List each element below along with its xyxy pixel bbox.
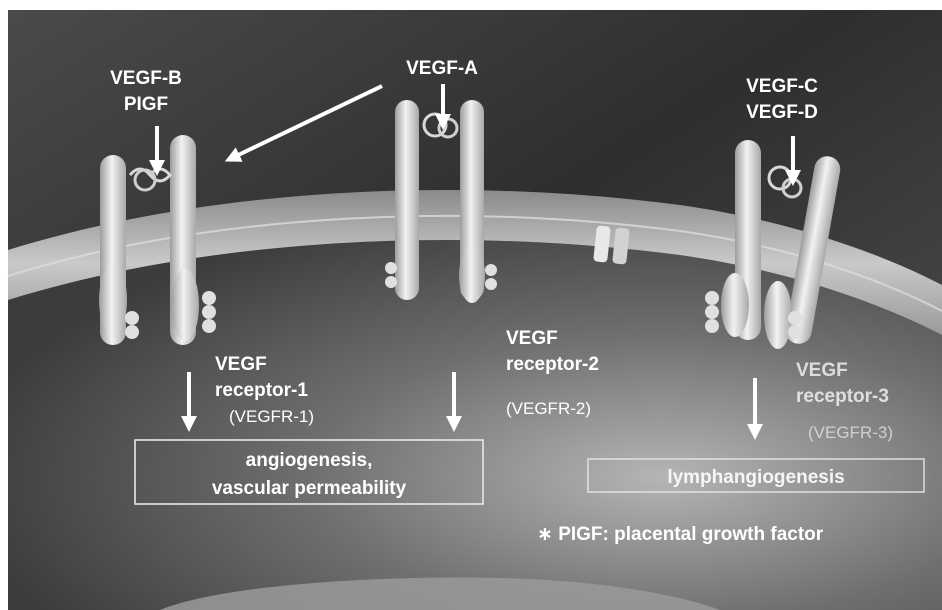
- label-receptor1-abbr: (VEGFR-1): [229, 407, 314, 426]
- label-receptor1-name: VEGF: [215, 354, 267, 375]
- label-receptor2-line2: receptor-2: [506, 354, 599, 375]
- label-receptor3-line2: receptor-3: [796, 386, 889, 407]
- label-vegf-b: VEGF-B: [110, 68, 182, 89]
- label-receptor1-line2: receptor-1: [215, 380, 308, 401]
- label-receptor3-name: VEGF: [796, 360, 848, 381]
- label-pigf: PIGF: [124, 94, 168, 115]
- label-vegf-d: VEGF-D: [746, 102, 818, 123]
- label-vascular-permeability: vascular permeability: [212, 478, 407, 499]
- label-receptor2-name: VEGF: [506, 328, 558, 349]
- label-angiogenesis: angiogenesis,: [246, 450, 373, 471]
- label-vegf-a: VEGF-A: [406, 58, 478, 79]
- label-receptor3-abbr: (VEGFR-3): [808, 423, 893, 442]
- label-lymphangiogenesis: lymphangiogenesis: [667, 467, 844, 488]
- footnote-pigf: ∗ PIGF: placental growth factor: [537, 524, 824, 545]
- label-receptor2-abbr: (VEGFR-2): [506, 399, 591, 418]
- label-vegf-c: VEGF-C: [746, 76, 818, 97]
